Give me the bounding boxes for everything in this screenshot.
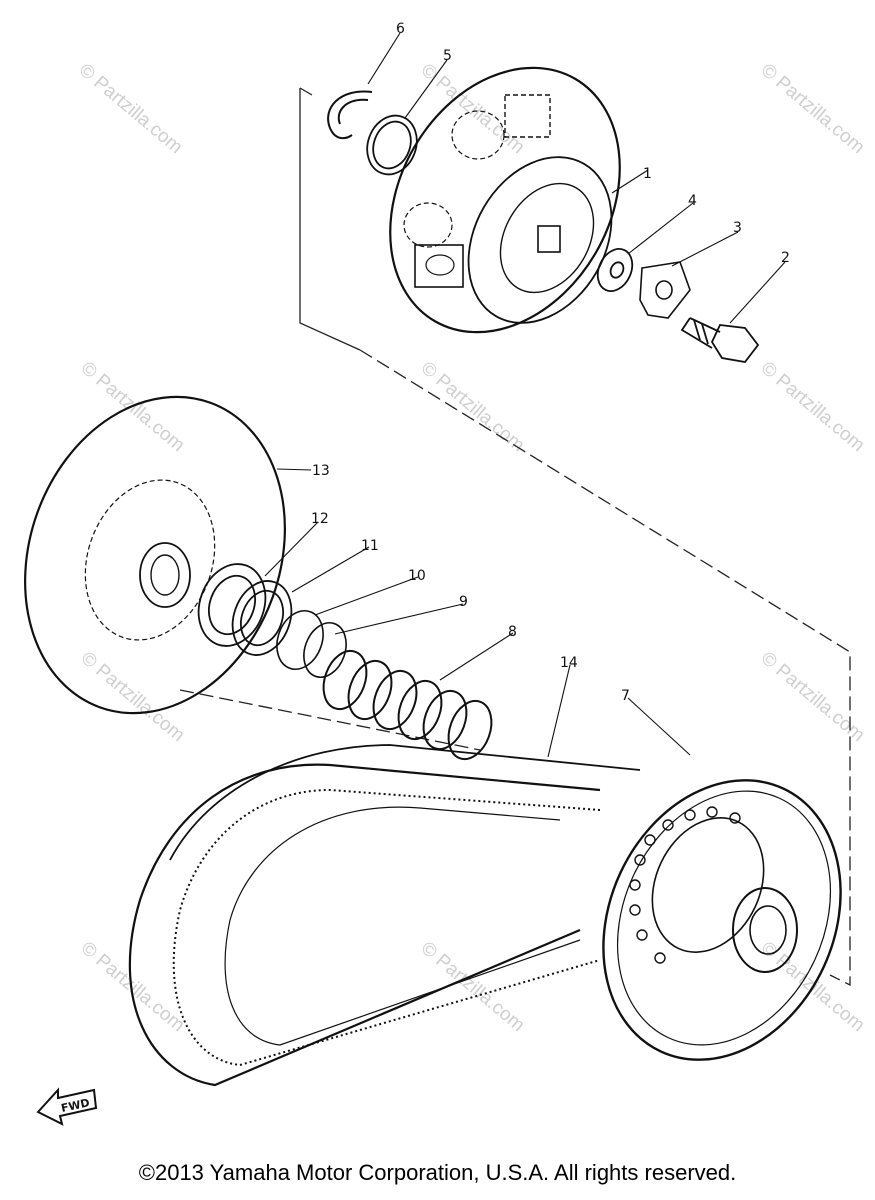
watermark: © Partzilla.com xyxy=(417,60,529,158)
group-boundary-lines xyxy=(179,87,851,987)
lower-group-line xyxy=(359,349,851,987)
drive-belt xyxy=(128,744,641,1087)
fwd-label: FWD xyxy=(60,1096,91,1115)
callout-13: 13 xyxy=(312,463,330,479)
spring-seat xyxy=(276,610,347,678)
spacer-ring xyxy=(231,580,293,656)
callout-4: 4 xyxy=(688,193,697,209)
callout-6: 6 xyxy=(396,21,405,37)
bearing xyxy=(197,563,267,647)
arrow-icon xyxy=(36,1087,98,1126)
callout-3: 3 xyxy=(733,220,742,236)
callout-5: 5 xyxy=(443,48,452,64)
circlip xyxy=(366,114,418,176)
callout-8: 8 xyxy=(508,624,517,640)
callout-1: 1 xyxy=(643,166,652,182)
watermark: © Partzilla.com xyxy=(757,60,869,158)
upper-group-line-top xyxy=(299,87,313,96)
upper-group-line xyxy=(299,88,361,351)
watermarks: © Partzilla.com © Partzilla.com © Partzi… xyxy=(75,60,869,1036)
watermark: © Partzilla.com xyxy=(417,358,529,456)
copyright-notice: ©2013 Yamaha Motor Corporation, U.S.A. A… xyxy=(138,1160,737,1185)
callout-9: 9 xyxy=(459,594,468,610)
washer xyxy=(596,248,634,292)
callout-12: 12 xyxy=(311,511,329,527)
spring xyxy=(322,649,493,761)
callout-14: 14 xyxy=(560,655,578,671)
secondary-sliding-sheave xyxy=(602,779,842,1061)
watermark: © Partzilla.com xyxy=(77,938,189,1036)
leader-lines xyxy=(264,32,786,758)
callout-labels: 1 2 3 4 5 6 7 8 9 10 11 12 13 14 xyxy=(311,21,790,704)
bolt xyxy=(680,317,760,363)
watermark: © Partzilla.com xyxy=(757,358,869,456)
watermark: © Partzilla.com xyxy=(417,938,529,1036)
watermark: © Partzilla.com xyxy=(75,60,187,158)
collar xyxy=(327,90,373,140)
fwd-arrow: FWD xyxy=(36,1087,98,1126)
callout-10: 10 xyxy=(408,568,426,584)
lock-plate xyxy=(639,261,691,319)
callout-2: 2 xyxy=(781,250,790,266)
callout-11: 11 xyxy=(361,538,379,554)
watermark: © Partzilla.com xyxy=(757,648,869,746)
hidden-edge-line xyxy=(179,689,481,751)
primary-sheave xyxy=(389,66,621,334)
watermark: © Partzilla.com xyxy=(77,648,189,746)
callout-7: 7 xyxy=(621,688,630,704)
